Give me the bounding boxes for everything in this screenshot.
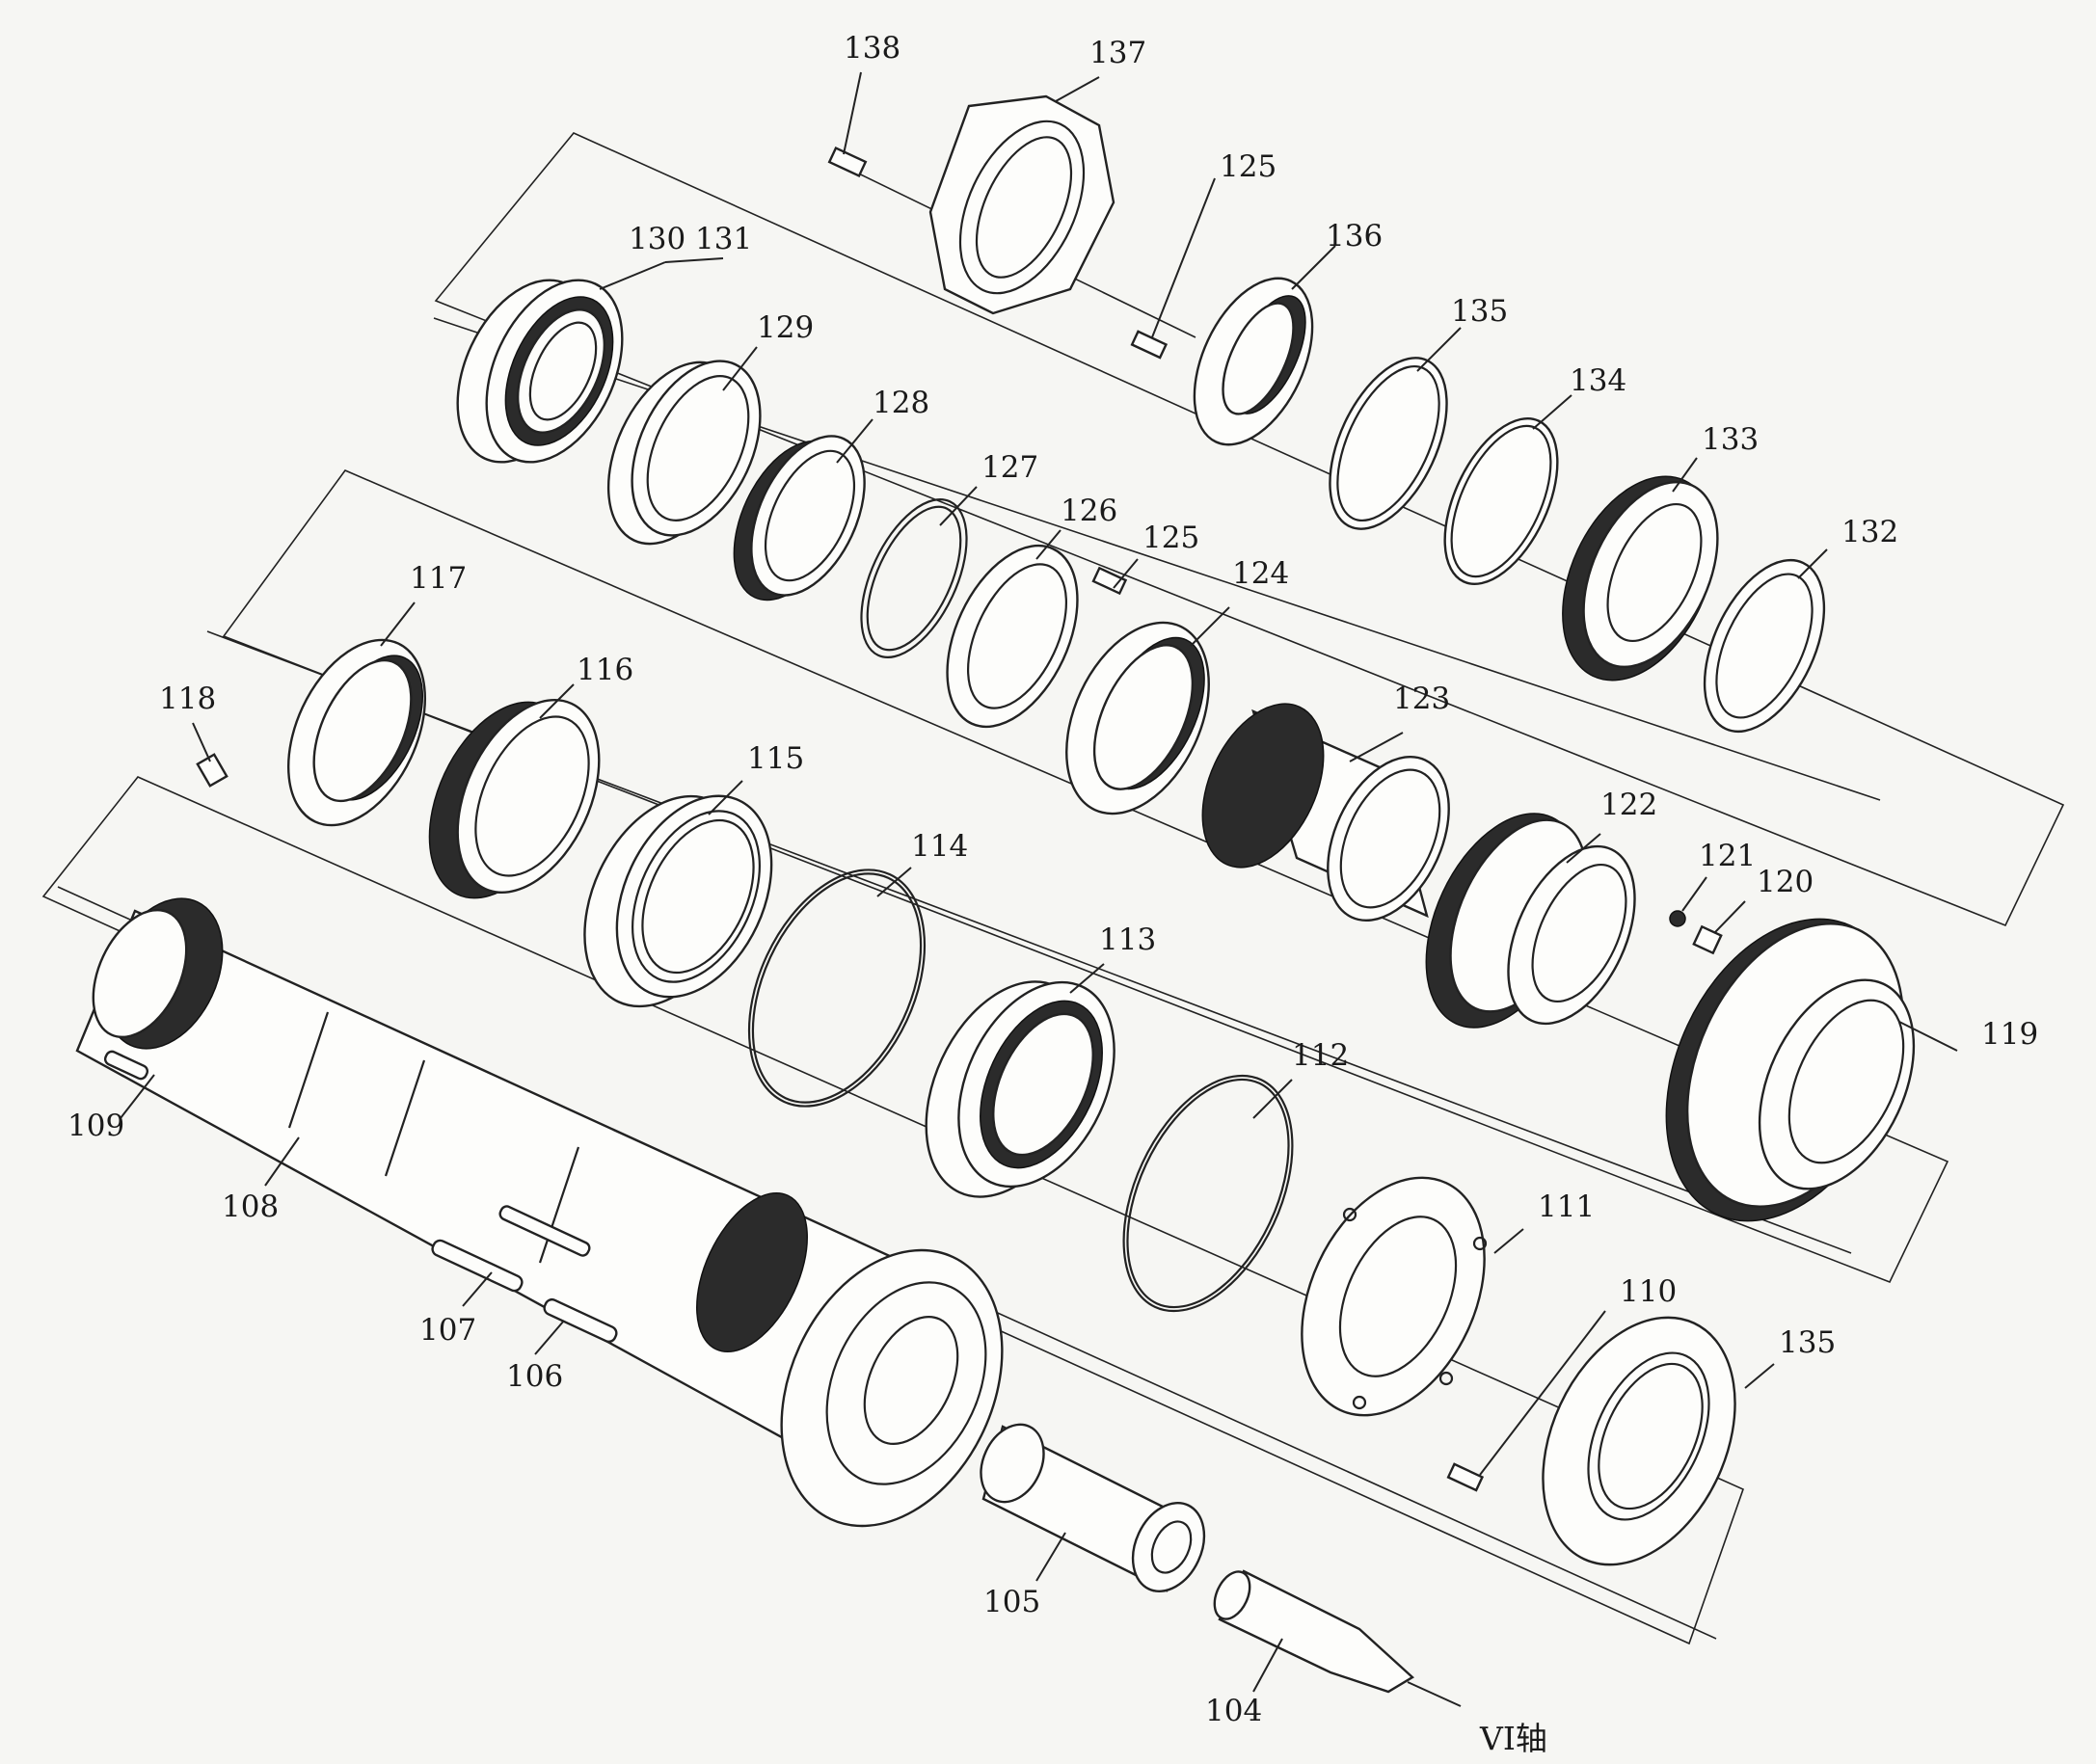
part-135-spacer-ring-top: [1329, 357, 1448, 530]
part-117-slotted-nut: [286, 638, 427, 827]
label-121: 121: [1699, 839, 1756, 873]
part-129-sleeve: [606, 360, 762, 546]
label-119: 119: [1981, 1017, 2038, 1052]
label-104: 104: [1205, 1694, 1262, 1728]
label-117: 117: [410, 561, 467, 596]
part-128-threaded-ring: [733, 435, 866, 601]
part-116-threaded-sleeve: [428, 698, 601, 899]
part-136-slotted-nut: [1193, 277, 1314, 446]
part-110-screw: [1446, 1462, 1485, 1492]
part-109-key: [103, 1050, 149, 1081]
part-138-screw: [827, 146, 868, 178]
label-123: 123: [1393, 682, 1450, 716]
label-126: 126: [1061, 494, 1117, 528]
part-115-bearing-housing: [583, 794, 773, 1008]
label-118: 118: [159, 682, 216, 716]
label-135-bottom: 135: [1779, 1325, 1836, 1360]
label-137: 137: [1089, 36, 1146, 70]
label-112: 112: [1292, 1038, 1349, 1073]
part-labels: 138 137 125 136 135 134 133 132 130 131 …: [67, 31, 2038, 1757]
label-133: 133: [1702, 422, 1759, 457]
part-124-slotted-nut: [1065, 621, 1210, 815]
label-114: 114: [911, 829, 968, 864]
label-116: 116: [577, 653, 633, 687]
label-109: 109: [67, 1109, 124, 1143]
label-axis-vi: VI轴: [1479, 1720, 1547, 1757]
part-132-washer: [1703, 558, 1826, 734]
label-124: 124: [1232, 556, 1289, 591]
label-125-top: 125: [1220, 149, 1276, 184]
label-106: 106: [506, 1359, 563, 1394]
part-spindle-flange-nose: [780, 1248, 1004, 1528]
part-123-sleeve: [1201, 703, 1450, 922]
part-125-screw-mid: [1091, 566, 1128, 596]
panel-middle: [222, 469, 1949, 1284]
part-107-key: [431, 1239, 524, 1293]
part-120-key: [1692, 924, 1723, 955]
label-125-mid: 125: [1142, 521, 1199, 555]
label-128: 128: [873, 386, 929, 420]
part-105-sleeve: [980, 1423, 1206, 1593]
label-136: 136: [1326, 219, 1383, 254]
part-118-screw: [196, 753, 228, 788]
label-110: 110: [1620, 1274, 1677, 1309]
label-134: 134: [1570, 363, 1626, 398]
label-105: 105: [983, 1585, 1040, 1619]
part-111-flange-plate: [1301, 1176, 1488, 1417]
label-107: 107: [419, 1313, 476, 1348]
part-135-seal-ring-bottom: [1542, 1316, 1736, 1566]
part-125-screw-top: [1130, 330, 1169, 360]
part-133-gear-ring: [1562, 475, 1719, 682]
part-126-spacer: [946, 544, 1079, 729]
part-113-bearing: [925, 980, 1115, 1198]
label-113: 113: [1099, 922, 1156, 957]
label-132: 132: [1841, 515, 1898, 549]
part-127-snap-ring: [860, 498, 968, 658]
label-120: 120: [1757, 865, 1814, 899]
panel-bottom: [41, 776, 1744, 1645]
label-115: 115: [747, 741, 804, 776]
part-104-center: [1213, 1569, 1415, 1694]
part-key-slot-upper: [498, 1205, 591, 1257]
label-130-131: 130 131: [629, 222, 752, 256]
label-138: 138: [844, 31, 900, 66]
part-119-large-gear: [1665, 918, 1916, 1222]
part-114-o-ring: [747, 869, 927, 1108]
part-108-spindle-shaft: [75, 897, 927, 1486]
label-122: 122: [1600, 788, 1657, 822]
label-111: 111: [1538, 1189, 1595, 1224]
label-127: 127: [981, 450, 1038, 485]
part-134-thin-ring: [1443, 416, 1559, 586]
part-137-flange-cover: [928, 94, 1115, 315]
part-112-o-ring: [1122, 1074, 1294, 1313]
leader-lines: [120, 71, 1958, 1707]
part-122-gear-hub: [1425, 813, 1636, 1029]
label-135-top: 135: [1451, 294, 1508, 329]
label-108: 108: [222, 1189, 279, 1224]
part-106-key: [543, 1297, 618, 1344]
part-130-131-bearing: [456, 279, 624, 464]
label-129: 129: [757, 310, 814, 345]
part-121-nut: [1669, 910, 1686, 927]
